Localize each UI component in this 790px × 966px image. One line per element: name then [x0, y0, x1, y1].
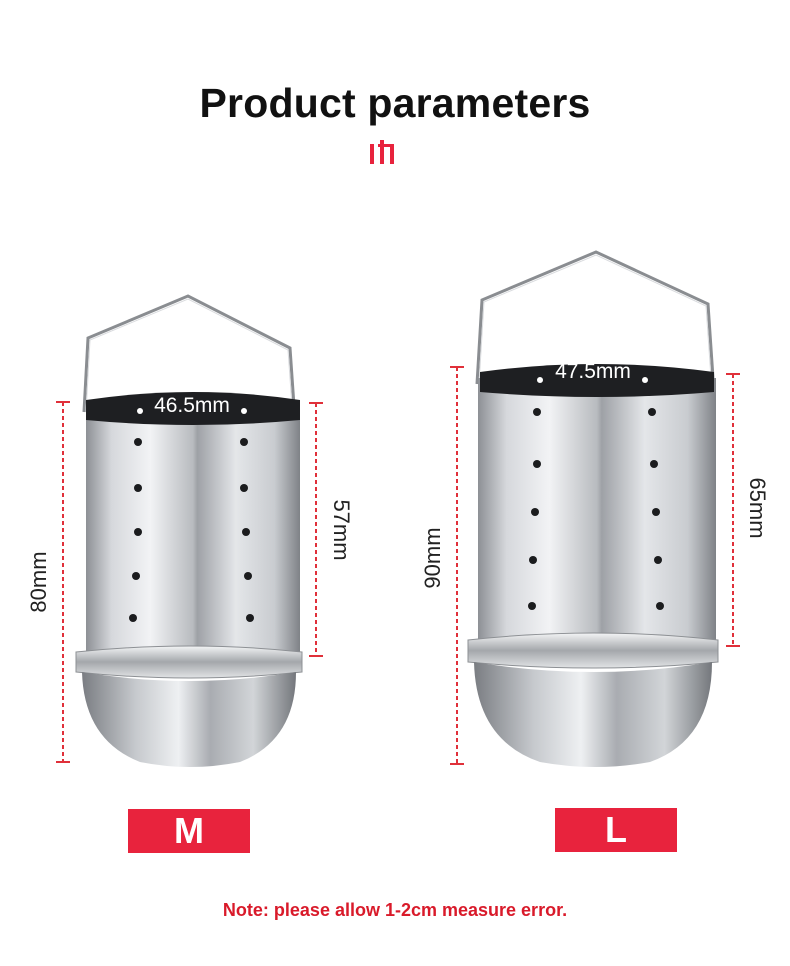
- product-m-width-dimension: [137, 408, 247, 414]
- product-m-cap: [82, 672, 296, 767]
- product-m-opening: [86, 392, 300, 425]
- product-m-illustration: 46.5mm 80mm 57mm: [26, 294, 354, 767]
- product-l-width-dimension: [537, 377, 648, 383]
- product-l-total-height: 90mm: [420, 527, 445, 588]
- product-m-body-height: 57mm: [329, 499, 354, 560]
- measurement-note: Note: please allow 1-2cm measure error.: [222, 900, 568, 920]
- product-m-handle: [82, 294, 296, 413]
- page-title: Product parameters: [199, 80, 591, 126]
- product-l-body: [478, 378, 716, 642]
- product-l-vent-holes: [528, 408, 664, 610]
- product-m-ring: [75, 645, 303, 679]
- product-m-top-width: 46.5mm: [154, 394, 230, 417]
- product-m-total-height: 80mm: [26, 551, 51, 612]
- product-m-body-dimension: [309, 402, 323, 657]
- product-l-body-dimension: [726, 373, 740, 647]
- product-m-vent-holes: [129, 438, 254, 622]
- product-m-body: [86, 406, 300, 652]
- product-l-cap: [474, 662, 712, 767]
- product-m-height-dimension: [56, 401, 70, 763]
- size-badge-m: M: [128, 809, 250, 853]
- product-l-body-height: 65mm: [745, 477, 770, 538]
- title-accent-mark: [370, 140, 394, 164]
- product-l-illustration: 47.5mm 90mm 65mm: [420, 250, 770, 767]
- product-l-ring: [467, 632, 719, 669]
- product-l-top-width: 47.5mm: [555, 360, 631, 383]
- product-l-height-dimension: [450, 366, 464, 765]
- size-badge-l: L: [555, 808, 677, 852]
- product-l-opening: [480, 364, 714, 397]
- product-l-handle: [475, 250, 715, 385]
